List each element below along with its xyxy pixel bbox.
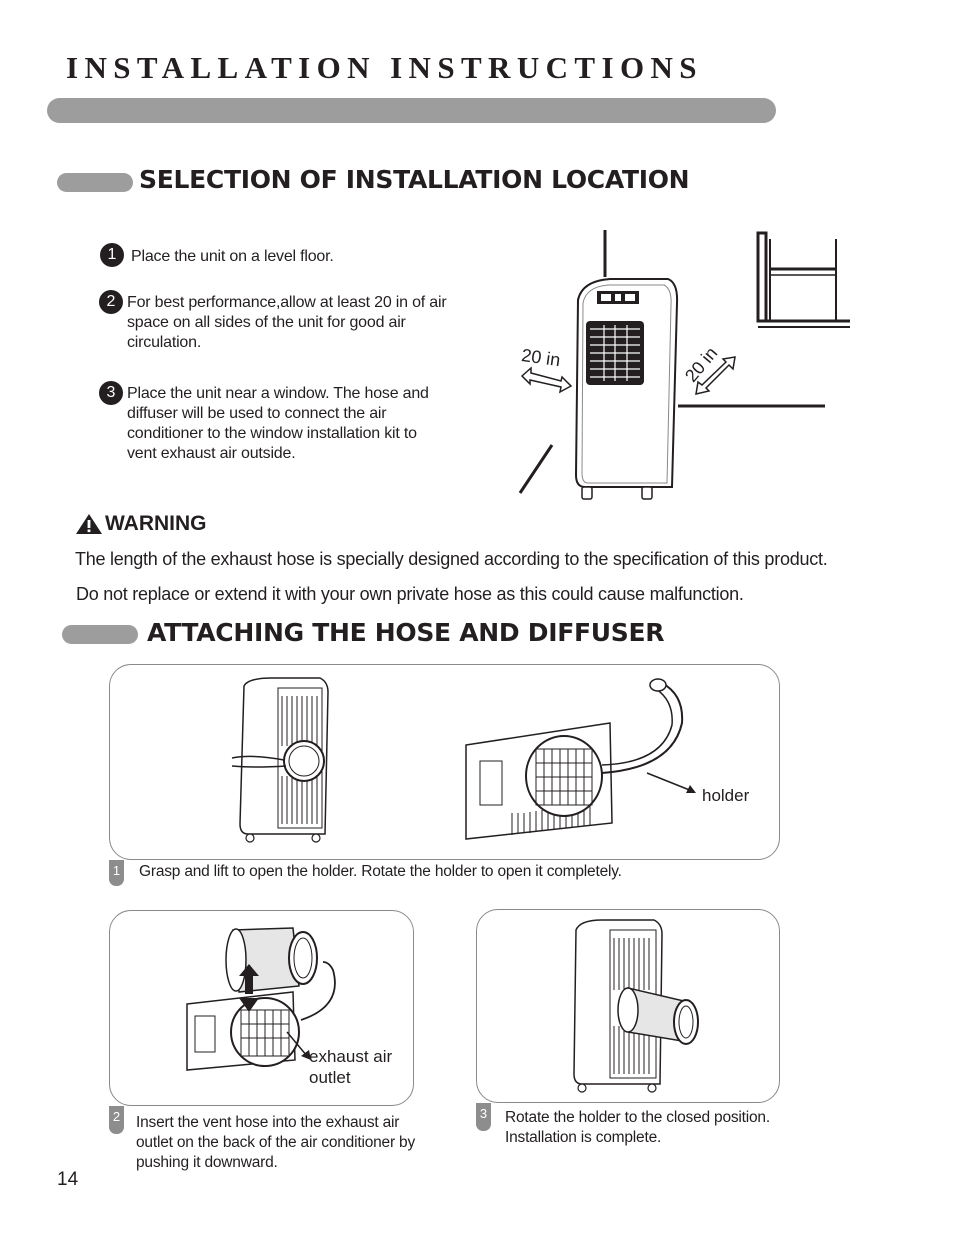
section-title-location: SELECTION OF INSTALLATION LOCATION xyxy=(139,165,690,194)
step-text: Place the unit near a window. The hose a… xyxy=(127,385,429,462)
step-number-badge: 3 xyxy=(99,381,123,405)
step-caption: Rotate the holder to the closed position… xyxy=(505,1109,770,1146)
hose-attached-illustration xyxy=(573,919,699,1093)
step-caption: Insert the vent hose into the exhaust ai… xyxy=(136,1114,415,1171)
step-number-badge: 1 xyxy=(100,243,124,267)
section-marker xyxy=(62,625,138,644)
step-number-badge: 2 xyxy=(99,290,123,314)
warning-text: Do not replace or extend it with your ow… xyxy=(76,584,744,604)
page-title: INSTALLATION INSTRUCTIONS xyxy=(66,50,703,85)
section-marker xyxy=(57,173,133,192)
holder-open-illustration xyxy=(465,678,696,840)
holder-callout: holder xyxy=(702,786,750,805)
step-caption: Grasp and lift to open the holder. Rotat… xyxy=(139,863,622,880)
exhaust-outlet-callout: exhaust air outlet xyxy=(309,1047,393,1087)
warning-text: The length of the exhaust hose is specia… xyxy=(75,549,828,569)
location-diagram xyxy=(518,230,850,500)
step-text: For best performance,allow at least 20 i… xyxy=(127,294,447,351)
step-panel-1 xyxy=(109,664,780,860)
step-text: Place the unit on a level floor. xyxy=(131,248,334,265)
page-number: 14 xyxy=(57,1169,79,1190)
step-tab: 2 xyxy=(109,1106,124,1134)
warning-title: WARNING xyxy=(105,512,207,535)
warning-icon xyxy=(76,514,102,534)
step-tab: 1 xyxy=(109,860,124,886)
unit-back-illustration xyxy=(231,677,329,843)
title-bar xyxy=(47,98,776,123)
hose-insert-illustration xyxy=(186,927,336,1071)
step-tab: 3 xyxy=(476,1103,491,1131)
section-title-hose: ATTACHING THE HOSE AND DIFFUSER xyxy=(147,618,665,647)
